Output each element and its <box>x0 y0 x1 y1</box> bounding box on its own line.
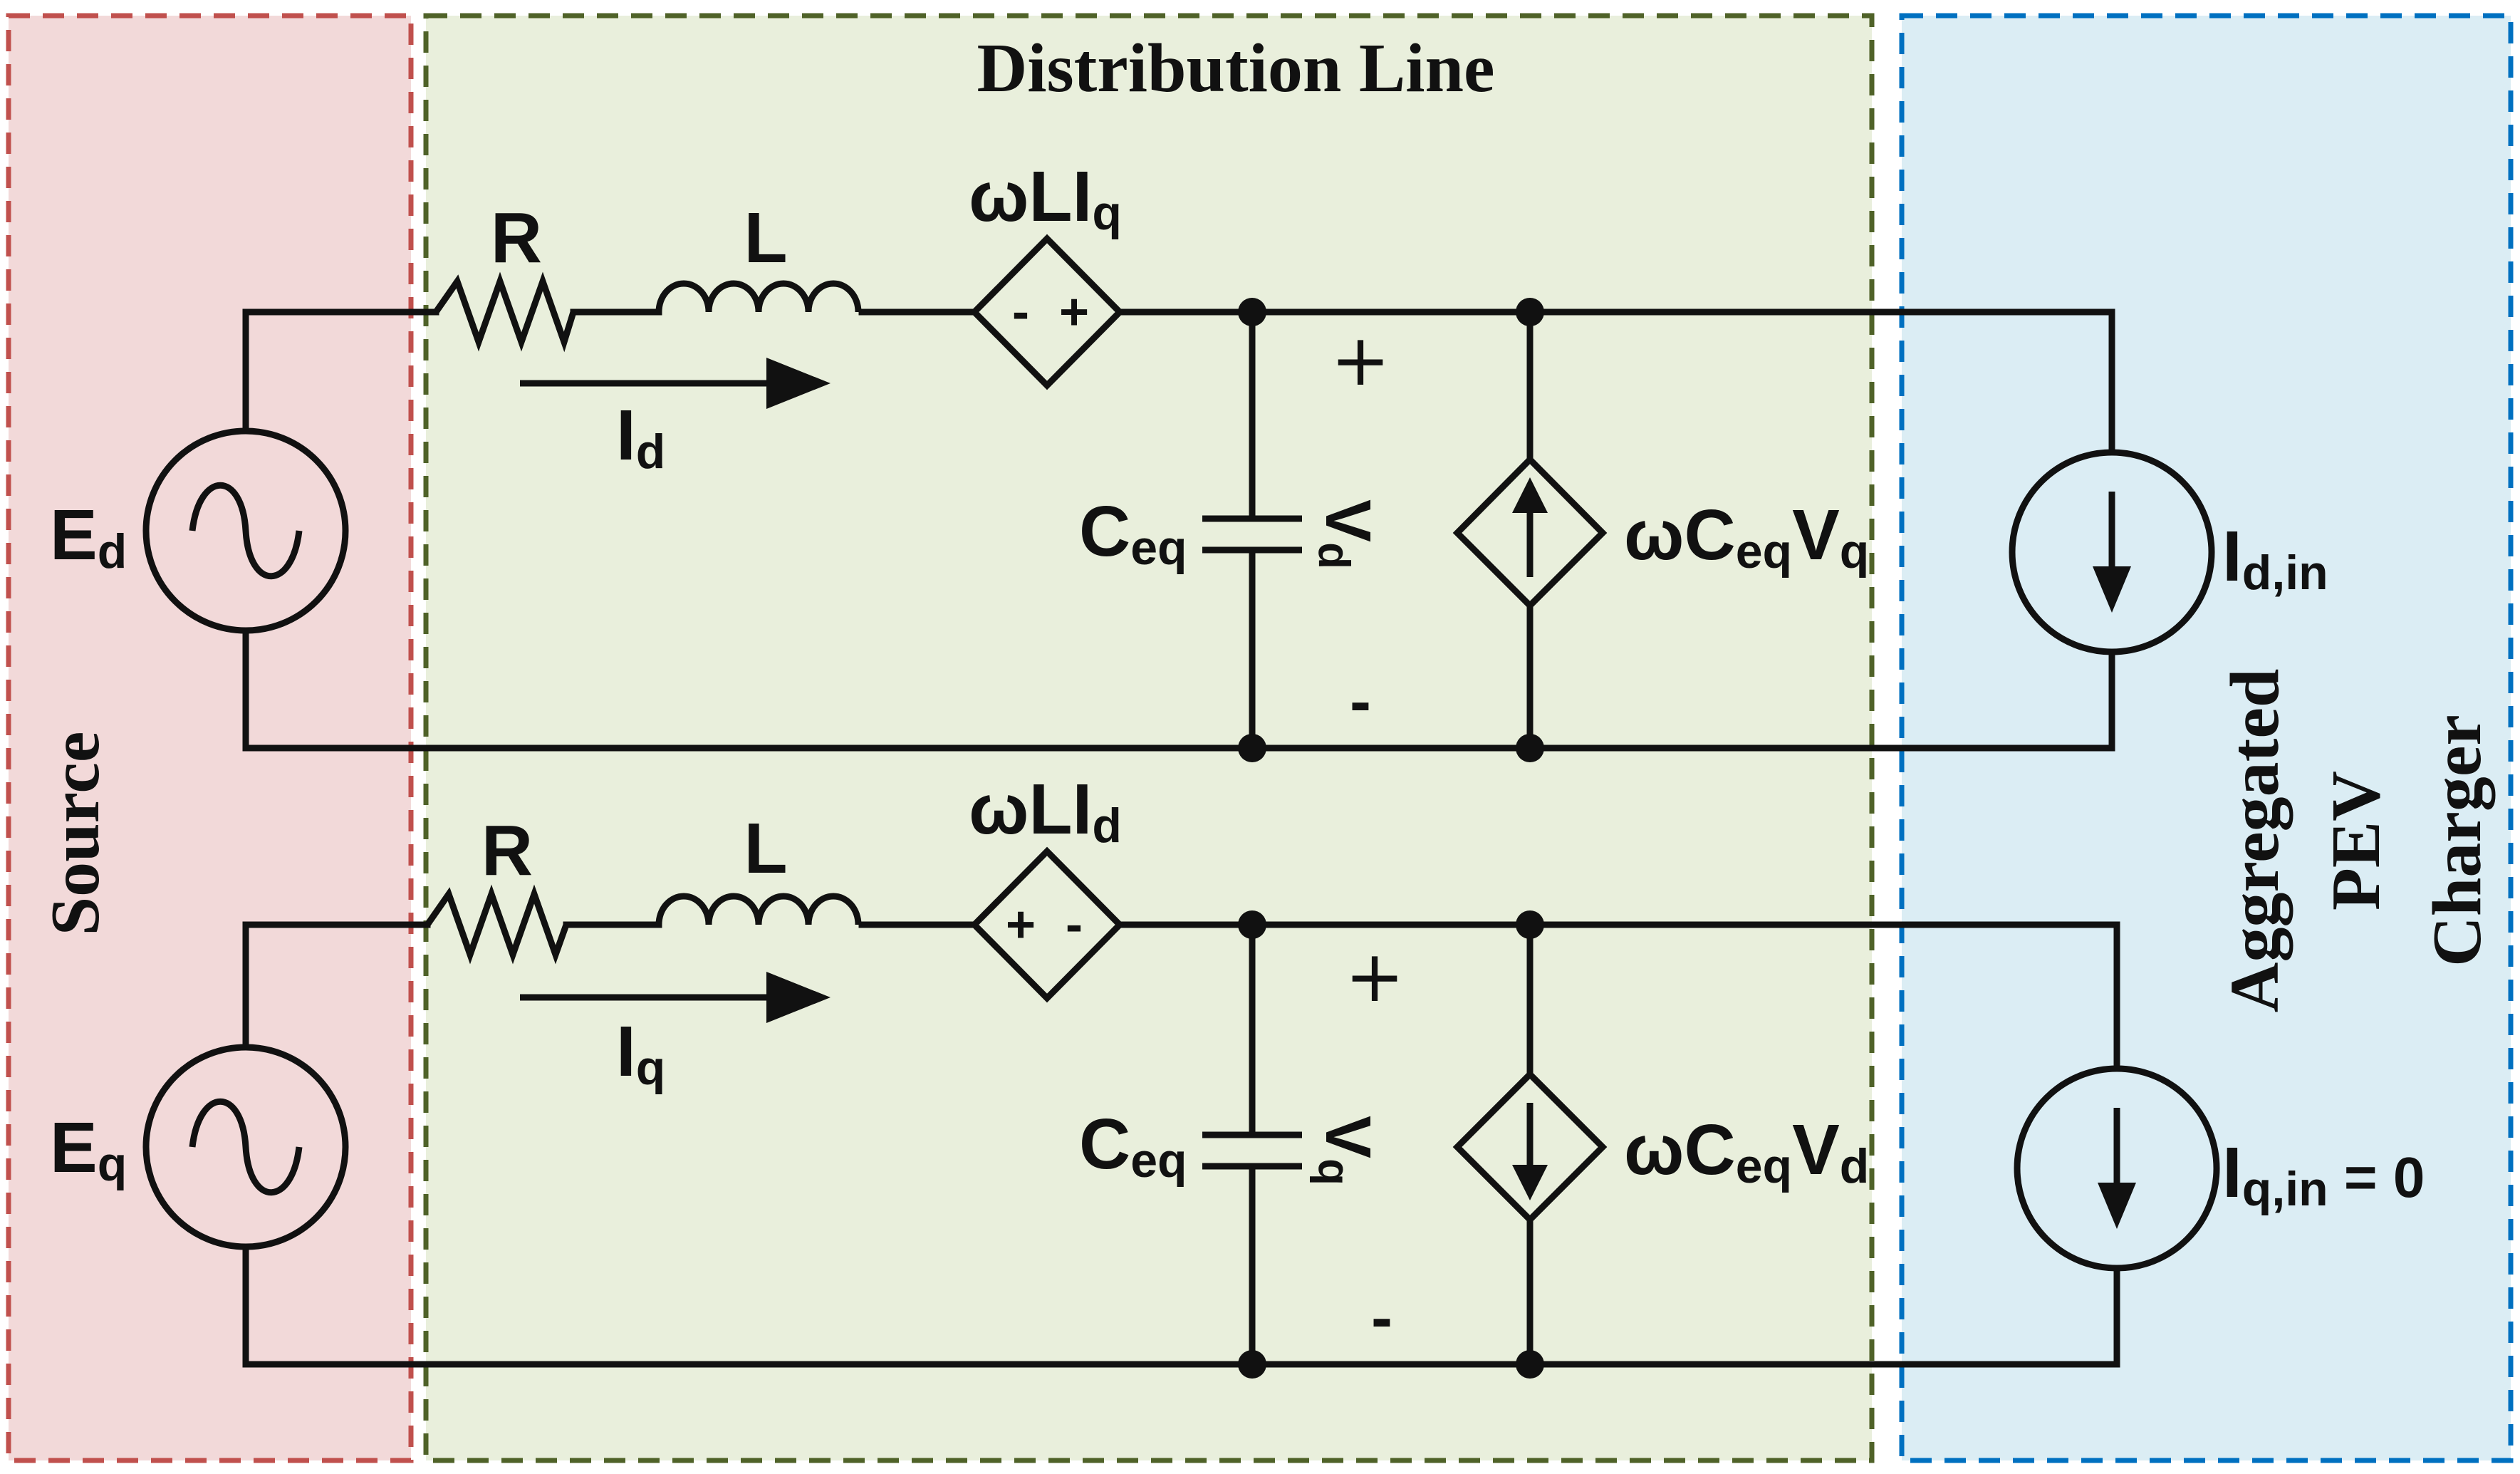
d-load-label: Id,in <box>2222 517 2328 600</box>
d-resistor <box>433 271 577 353</box>
d-voltage-label: Vd <box>1309 499 1383 569</box>
q-load-current-source <box>2014 1065 2220 1272</box>
q-resistor-label: R <box>481 811 533 891</box>
charger-title-line-1: Aggregated <box>2217 669 2293 1013</box>
d-resistor-label: R <box>491 198 542 278</box>
d-junction-dot <box>1516 298 1544 326</box>
d-source-label: Ed <box>50 495 127 578</box>
d-dep-current-label: ωCeqVq <box>1624 495 1869 578</box>
d-current-label: Id <box>616 395 665 479</box>
d-axis-circuit: Ed R L - + ωLIq Id Ceq + - Vd ωCeqVq <box>50 157 2328 762</box>
d-voltage-minus: - <box>1350 666 1371 737</box>
d-dependent-voltage-source <box>969 234 1125 390</box>
q-dependent-current-source <box>1452 1069 1608 1225</box>
q-inductor <box>655 893 862 925</box>
source-title: Source <box>37 732 114 936</box>
source-region <box>6 13 414 1463</box>
q-load-label: Iq,in = 0 <box>2222 1133 2425 1216</box>
q-resistor <box>425 884 570 965</box>
d-dep-source-label: ωLIq <box>969 157 1122 240</box>
q-voltage-minus: - <box>1371 1282 1392 1354</box>
charger-title-line-3: Charger <box>2419 715 2496 967</box>
q-junction-dot <box>1238 910 1266 939</box>
q-axis-circuit: Eq R L + - ωLId Iq Ceq + - Vq ωCeqVd <box>50 769 2425 1379</box>
q-junction-dot <box>1238 1350 1266 1379</box>
q-junction-dot <box>1516 910 1544 939</box>
q-voltage-source <box>142 1044 349 1250</box>
q-capacitor-label: Ceq <box>1079 1104 1187 1188</box>
q-dependent-voltage-source <box>969 846 1125 1003</box>
q-capacitor <box>1202 1131 1302 1170</box>
q-dep-source-plus: + <box>1006 896 1036 953</box>
q-junction-dot <box>1516 1350 1544 1379</box>
charger-title-line-2: PEV <box>2318 771 2395 910</box>
q-voltage-plus: + <box>1345 935 1405 1018</box>
q-dep-source-minus: - <box>1066 896 1083 953</box>
d-junction-dot <box>1238 298 1266 326</box>
d-voltage-plus: + <box>1331 318 1390 402</box>
q-inductor-label: L <box>744 809 787 888</box>
charger-region <box>1899 13 2514 1463</box>
q-dep-source-label: ωLId <box>969 769 1122 853</box>
d-voltage-source <box>142 427 349 634</box>
q-dep-current-label: ωCeqVd <box>1624 1110 1869 1193</box>
q-voltage-label: Vq <box>1309 1116 1383 1185</box>
q-source-label: Eq <box>50 1108 127 1191</box>
d-inductor <box>655 280 862 313</box>
d-junction-dot <box>1516 734 1544 762</box>
d-load-current-source <box>2009 449 2215 655</box>
d-inductor-label: L <box>744 198 787 278</box>
d-dep-source-minus: - <box>1012 284 1029 341</box>
q-current-label: Iq <box>616 1012 665 1095</box>
d-dep-source-plus: + <box>1059 284 1089 341</box>
d-dependent-current-source <box>1452 455 1608 611</box>
distribution-line-region <box>423 13 1875 1463</box>
d-capacitor <box>1202 515 1302 554</box>
d-capacitor-label: Ceq <box>1079 492 1187 575</box>
distribution-line-title: Distribution Line <box>977 30 1495 107</box>
d-junction-dot <box>1238 734 1266 762</box>
